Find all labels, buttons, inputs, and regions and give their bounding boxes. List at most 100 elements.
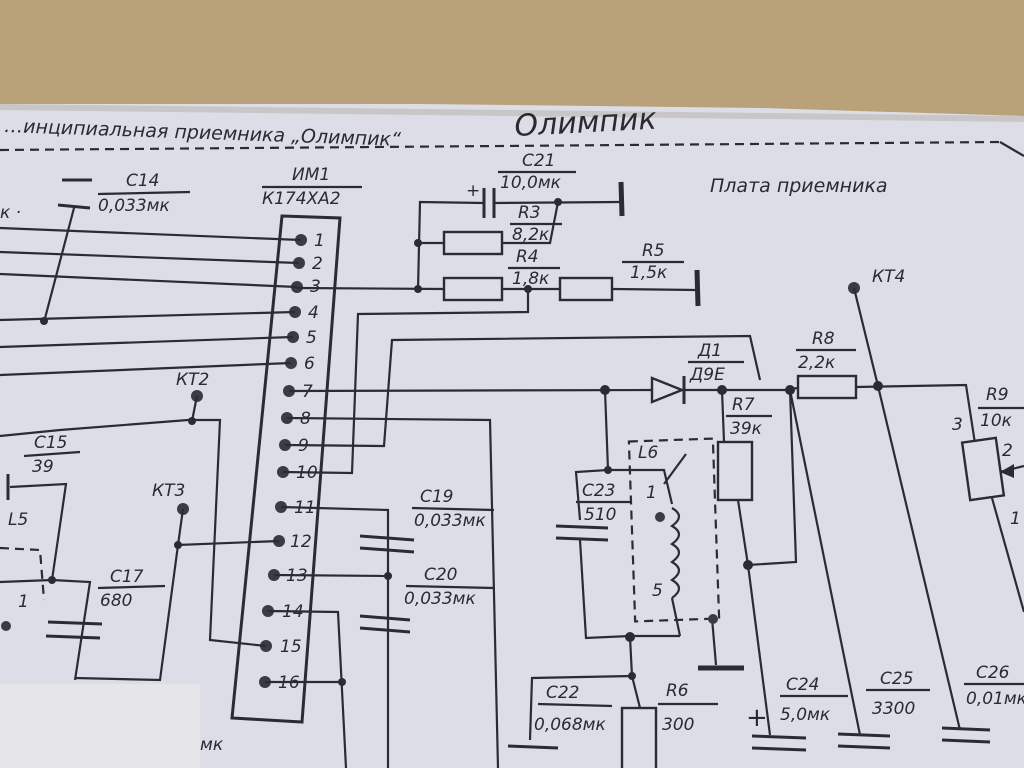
paper-shadow [0, 104, 1024, 122]
junction-dot [384, 572, 392, 580]
bottom-suffix: мк [200, 735, 224, 755]
resistor-r3: R3 8,2к [414, 201, 562, 256]
l5-wire [0, 578, 92, 681]
wire-pin10 [282, 290, 530, 475]
r4-value: 1,8к [512, 269, 550, 289]
r8-body [796, 374, 858, 400]
c15-rule [23, 450, 81, 458]
c19-rule [411, 506, 495, 512]
c19-ref: С19 [420, 487, 454, 507]
c15-wire [9, 482, 68, 581]
kt4-wire [852, 287, 962, 731]
pin-number: 2 [312, 254, 323, 274]
c22-plate [507, 744, 559, 750]
kt4-label: КТ4 [872, 267, 905, 287]
r3-wire [418, 201, 560, 245]
c23-ref: С23 [582, 481, 616, 501]
capacitor-c25: С25 3300 [837, 669, 930, 750]
pin-number: 5 [306, 328, 317, 348]
c20-ref: С20 [424, 565, 458, 585]
c25-feed [788, 389, 862, 736]
capacitor-c22: С22 0,068мк [507, 636, 642, 750]
junction-dot [524, 285, 532, 293]
junction-dot [628, 672, 636, 680]
wire-pin13 [273, 573, 389, 578]
pin-number: 12 [290, 532, 312, 552]
d1-triangle [650, 376, 686, 404]
l6-ground-wire [670, 597, 718, 666]
wire-pin9 [284, 334, 762, 448]
capacitor-c26: С26 0,01мк [941, 663, 1024, 744]
c22-ref: С22 [546, 683, 580, 703]
d1-wire [288, 388, 790, 393]
c20-value: 0,033мк [404, 589, 476, 609]
c24-value: 5,0мк [780, 705, 831, 725]
frame-right [999, 141, 1024, 157]
wire-pin1 [0, 226, 302, 242]
junction-dot [48, 576, 56, 584]
resistor-r6: R6 300 [620, 681, 718, 768]
pin-number: 15 [280, 637, 302, 657]
r9-wiper-arrow [1000, 464, 1014, 478]
r5-value: 1,5к [630, 263, 668, 283]
l6-ref: L6 [638, 443, 658, 463]
resistor-r5: R5 1,5к [558, 241, 701, 307]
c17-ref: С17 [110, 567, 144, 587]
c21-value: 10,0мк [500, 173, 562, 193]
frame-top [0, 140, 1001, 152]
r8-ref: R8 [812, 329, 835, 349]
wire-pin4 [0, 310, 296, 322]
wire-pin11 [280, 505, 390, 768]
r3-ref: R3 [518, 203, 541, 223]
c20-plate-bottom [359, 626, 411, 634]
ground-bar [618, 181, 625, 217]
kt2-lead [190, 395, 199, 422]
r8-wire [789, 383, 978, 451]
c21-ref: С21 [522, 151, 556, 171]
kt3-down [74, 544, 180, 682]
c25-plate-top [837, 732, 891, 738]
c21-plus: + [466, 181, 480, 201]
wire-pin7-kt2 [0, 418, 267, 648]
wire-pin2 [0, 250, 300, 265]
capacitor-c20: С20 0,033мк [359, 565, 495, 634]
l5-ref: L5 [8, 510, 28, 530]
r9-pin2: 2 [1002, 441, 1013, 461]
pin-number: 3 [310, 277, 321, 297]
c14-lead [42, 207, 76, 323]
r6-value: 300 [662, 715, 694, 735]
c17-rule [97, 584, 166, 590]
c24-feed [746, 564, 772, 736]
c23-wire [574, 389, 680, 640]
header-brand: Олимпик [514, 102, 658, 144]
chip-type: К174ХА2 [262, 189, 341, 209]
capacitor-c17: С17 680 [97, 567, 166, 611]
paper-sheet [0, 104, 1024, 768]
r6-body [620, 706, 658, 768]
capacitor-c19: С19 0,033мк [359, 487, 495, 554]
test-point-kt3: КТ3 [74, 481, 280, 682]
resistor-r4: R4 1,8к [296, 247, 560, 302]
c14-ref: С14 [126, 171, 160, 191]
c23-plate-bottom [555, 536, 609, 542]
test-point-kt2: КТ2 [176, 370, 209, 425]
kt3-label: КТ3 [152, 481, 185, 501]
l6-coil [669, 507, 681, 599]
l6-tuning [663, 453, 687, 485]
r7-ref: R7 [732, 395, 755, 415]
d1-value: Д9Е [689, 365, 725, 385]
capacitor-c24: + С24 5,0мк [746, 675, 848, 752]
pin-number: 6 [304, 354, 315, 374]
c22-wire [528, 636, 642, 741]
c20-rule [405, 584, 495, 590]
blurred-region [0, 684, 200, 768]
l5-cap-plate-b [45, 634, 101, 640]
c26-plate-bottom [941, 738, 991, 744]
c24-ref: С24 [786, 675, 820, 695]
r9-ref: R9 [986, 385, 1009, 405]
r7-body [716, 440, 754, 502]
c22-rule [537, 702, 613, 708]
c26-ref: С26 [976, 663, 1010, 683]
c26-value: 0,01мк [966, 689, 1024, 709]
